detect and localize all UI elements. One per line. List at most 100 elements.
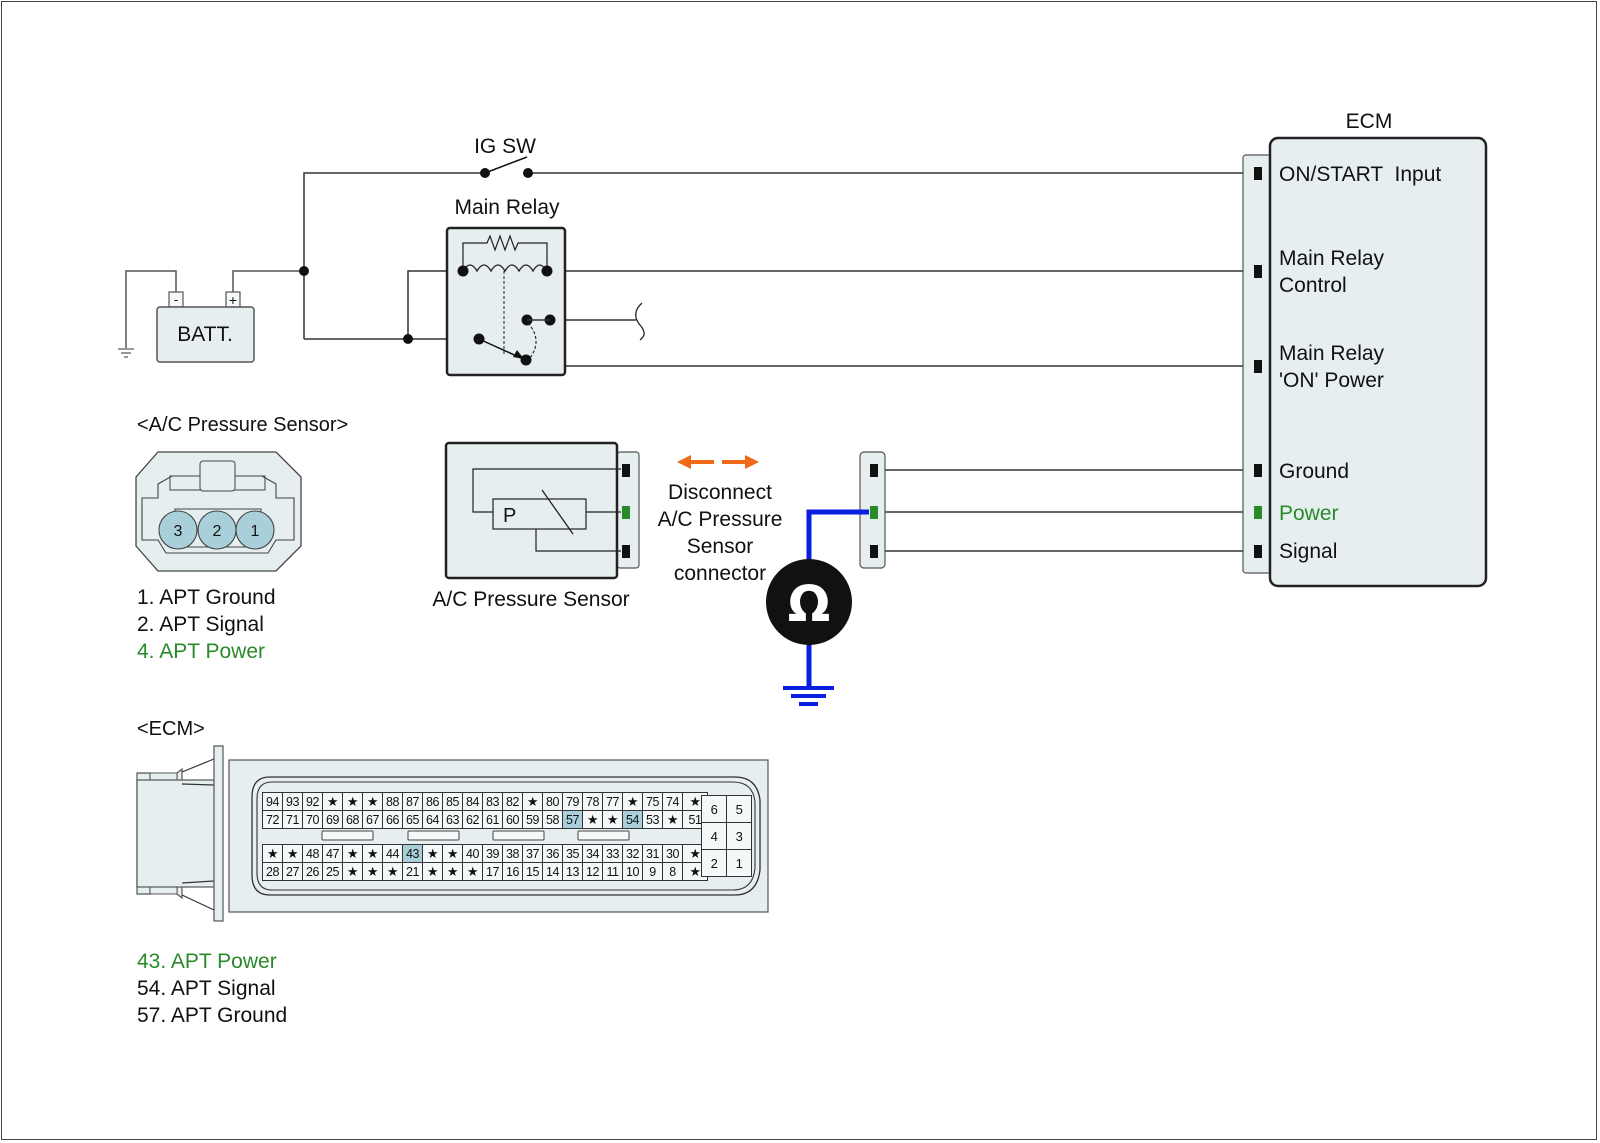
unused-pin: ★ xyxy=(282,844,303,863)
battery-positive-label: + xyxy=(229,292,237,308)
svg-text:connector: connector xyxy=(674,562,766,585)
pin-38: 38 xyxy=(502,844,523,863)
pin-87: 87 xyxy=(402,792,423,811)
pin-14: 14 xyxy=(542,862,563,881)
pin-64: 64 xyxy=(422,810,443,829)
unused-pin: ★ xyxy=(342,862,363,881)
pin-82: 82 xyxy=(502,792,523,811)
pin-48: 48 xyxy=(302,844,323,863)
ohmmeter-icon xyxy=(766,559,852,645)
unused-pin: ★ xyxy=(422,844,443,863)
pin-78: 78 xyxy=(582,792,603,811)
pin-47: 47 xyxy=(322,844,343,863)
main-relay: Main Relay xyxy=(445,196,567,377)
pin-32: 32 xyxy=(622,844,643,863)
pin-4: 4 xyxy=(701,822,727,850)
ig-switch-label: IG SW xyxy=(474,135,536,158)
unused-pin: ★ xyxy=(522,792,543,811)
ecm-block: ECM ON/START Input Main Relay Control Ma… xyxy=(1242,110,1488,588)
ohmmeter-probe: Ω xyxy=(766,509,869,706)
ac-pin-3: 3 xyxy=(174,523,183,540)
ohm-symbol: Ω xyxy=(788,575,831,633)
disconnect-note: Disconnect A/C Pressure Sensor connector xyxy=(658,481,783,585)
disconnect-arrows-icon xyxy=(677,455,759,469)
pin-8: 8 xyxy=(662,862,683,881)
pin-72: 72 xyxy=(262,810,283,829)
pin-67: 67 xyxy=(362,810,383,829)
unused-pin: ★ xyxy=(362,862,383,881)
pin-53: 53 xyxy=(642,810,663,829)
pin-3: 3 xyxy=(726,822,752,850)
pin-58: 58 xyxy=(542,810,563,829)
pin-84: 84 xyxy=(462,792,483,811)
unused-pin: ★ xyxy=(442,862,463,881)
pin-25: 25 xyxy=(322,862,343,881)
ground-symbol-battery xyxy=(118,348,134,358)
ac-legend-item-1: 1. APT Ground xyxy=(137,586,276,609)
ecm-connector-title: <ECM> xyxy=(137,718,205,740)
ac-connector-title: <A/C Pressure Sensor> xyxy=(137,414,348,436)
pin-77: 77 xyxy=(602,792,623,811)
pin-37: 37 xyxy=(522,844,543,863)
unused-pin: ★ xyxy=(342,844,363,863)
pin-21: 21 xyxy=(402,862,423,881)
ignition-switch[interactable]: IG SW xyxy=(474,135,536,178)
pin-59: 59 xyxy=(522,810,543,829)
pin-11: 11 xyxy=(602,862,623,881)
pin-40: 40 xyxy=(462,844,483,863)
pin-88: 88 xyxy=(382,792,403,811)
battery: - + BATT. xyxy=(118,270,304,363)
ecm-label: ECM xyxy=(1346,110,1393,133)
unused-pin: ★ xyxy=(262,844,283,863)
ecm-legend-item-2: 54. APT Signal xyxy=(137,977,276,1000)
ac-pressure-sensor-label: A/C Pressure Sensor xyxy=(432,588,629,611)
ac-pressure-sensor: P A/C Pressure Sensor xyxy=(432,441,640,611)
ecm-connector-body: <ECM> xyxy=(136,718,769,922)
pin-71: 71 xyxy=(282,810,303,829)
pin-63: 63 xyxy=(442,810,463,829)
unused-pin: ★ xyxy=(662,810,683,829)
unused-pin: ★ xyxy=(362,844,383,863)
pin-10: 10 xyxy=(622,862,643,881)
pin-13: 13 xyxy=(562,862,583,881)
pin-57: 57 xyxy=(562,810,583,829)
pin-5: 5 xyxy=(726,795,752,823)
unused-pin: ★ xyxy=(622,792,643,811)
pin-12: 12 xyxy=(582,862,603,881)
ac-legend-item-3: 4. APT Power xyxy=(137,640,266,663)
pin-2: 2 xyxy=(701,849,727,877)
wire-break-icon xyxy=(635,302,645,341)
ac-connector-face: <A/C Pressure Sensor> 3 2 1 xyxy=(135,414,348,572)
pin-9: 9 xyxy=(642,862,663,881)
pin-35: 35 xyxy=(562,844,583,863)
pin-92: 92 xyxy=(302,792,323,811)
ecm-pin-signal xyxy=(1254,545,1262,558)
unused-pin: ★ xyxy=(322,792,343,811)
pin-31: 31 xyxy=(642,844,663,863)
ac-legend-item-2: 2. APT Signal xyxy=(137,613,264,636)
ecm-pin-label-main-relay-on-power-2: 'ON' Power xyxy=(1279,369,1384,392)
pin-69: 69 xyxy=(322,810,343,829)
pin-1: 1 xyxy=(726,849,752,877)
pressure-symbol: P xyxy=(503,505,516,527)
pin-83: 83 xyxy=(482,792,503,811)
svg-text:A/C Pressure: A/C Pressure xyxy=(658,508,783,531)
ecm-pin-label-signal: Signal xyxy=(1279,540,1337,563)
pin-65: 65 xyxy=(402,810,423,829)
pin-80: 80 xyxy=(542,792,563,811)
unused-pin: ★ xyxy=(342,792,363,811)
unused-pin: ★ xyxy=(462,862,483,881)
pin-17: 17 xyxy=(482,862,503,881)
pin-66: 66 xyxy=(382,810,403,829)
pin-60: 60 xyxy=(502,810,523,829)
ecm-pin-on-start xyxy=(1254,167,1262,180)
ground-symbol-probe xyxy=(783,686,834,706)
ecm-legend-item-1: 43. APT Power xyxy=(137,950,277,973)
pin-85: 85 xyxy=(442,792,463,811)
ac-pin-2: 2 xyxy=(213,523,222,540)
